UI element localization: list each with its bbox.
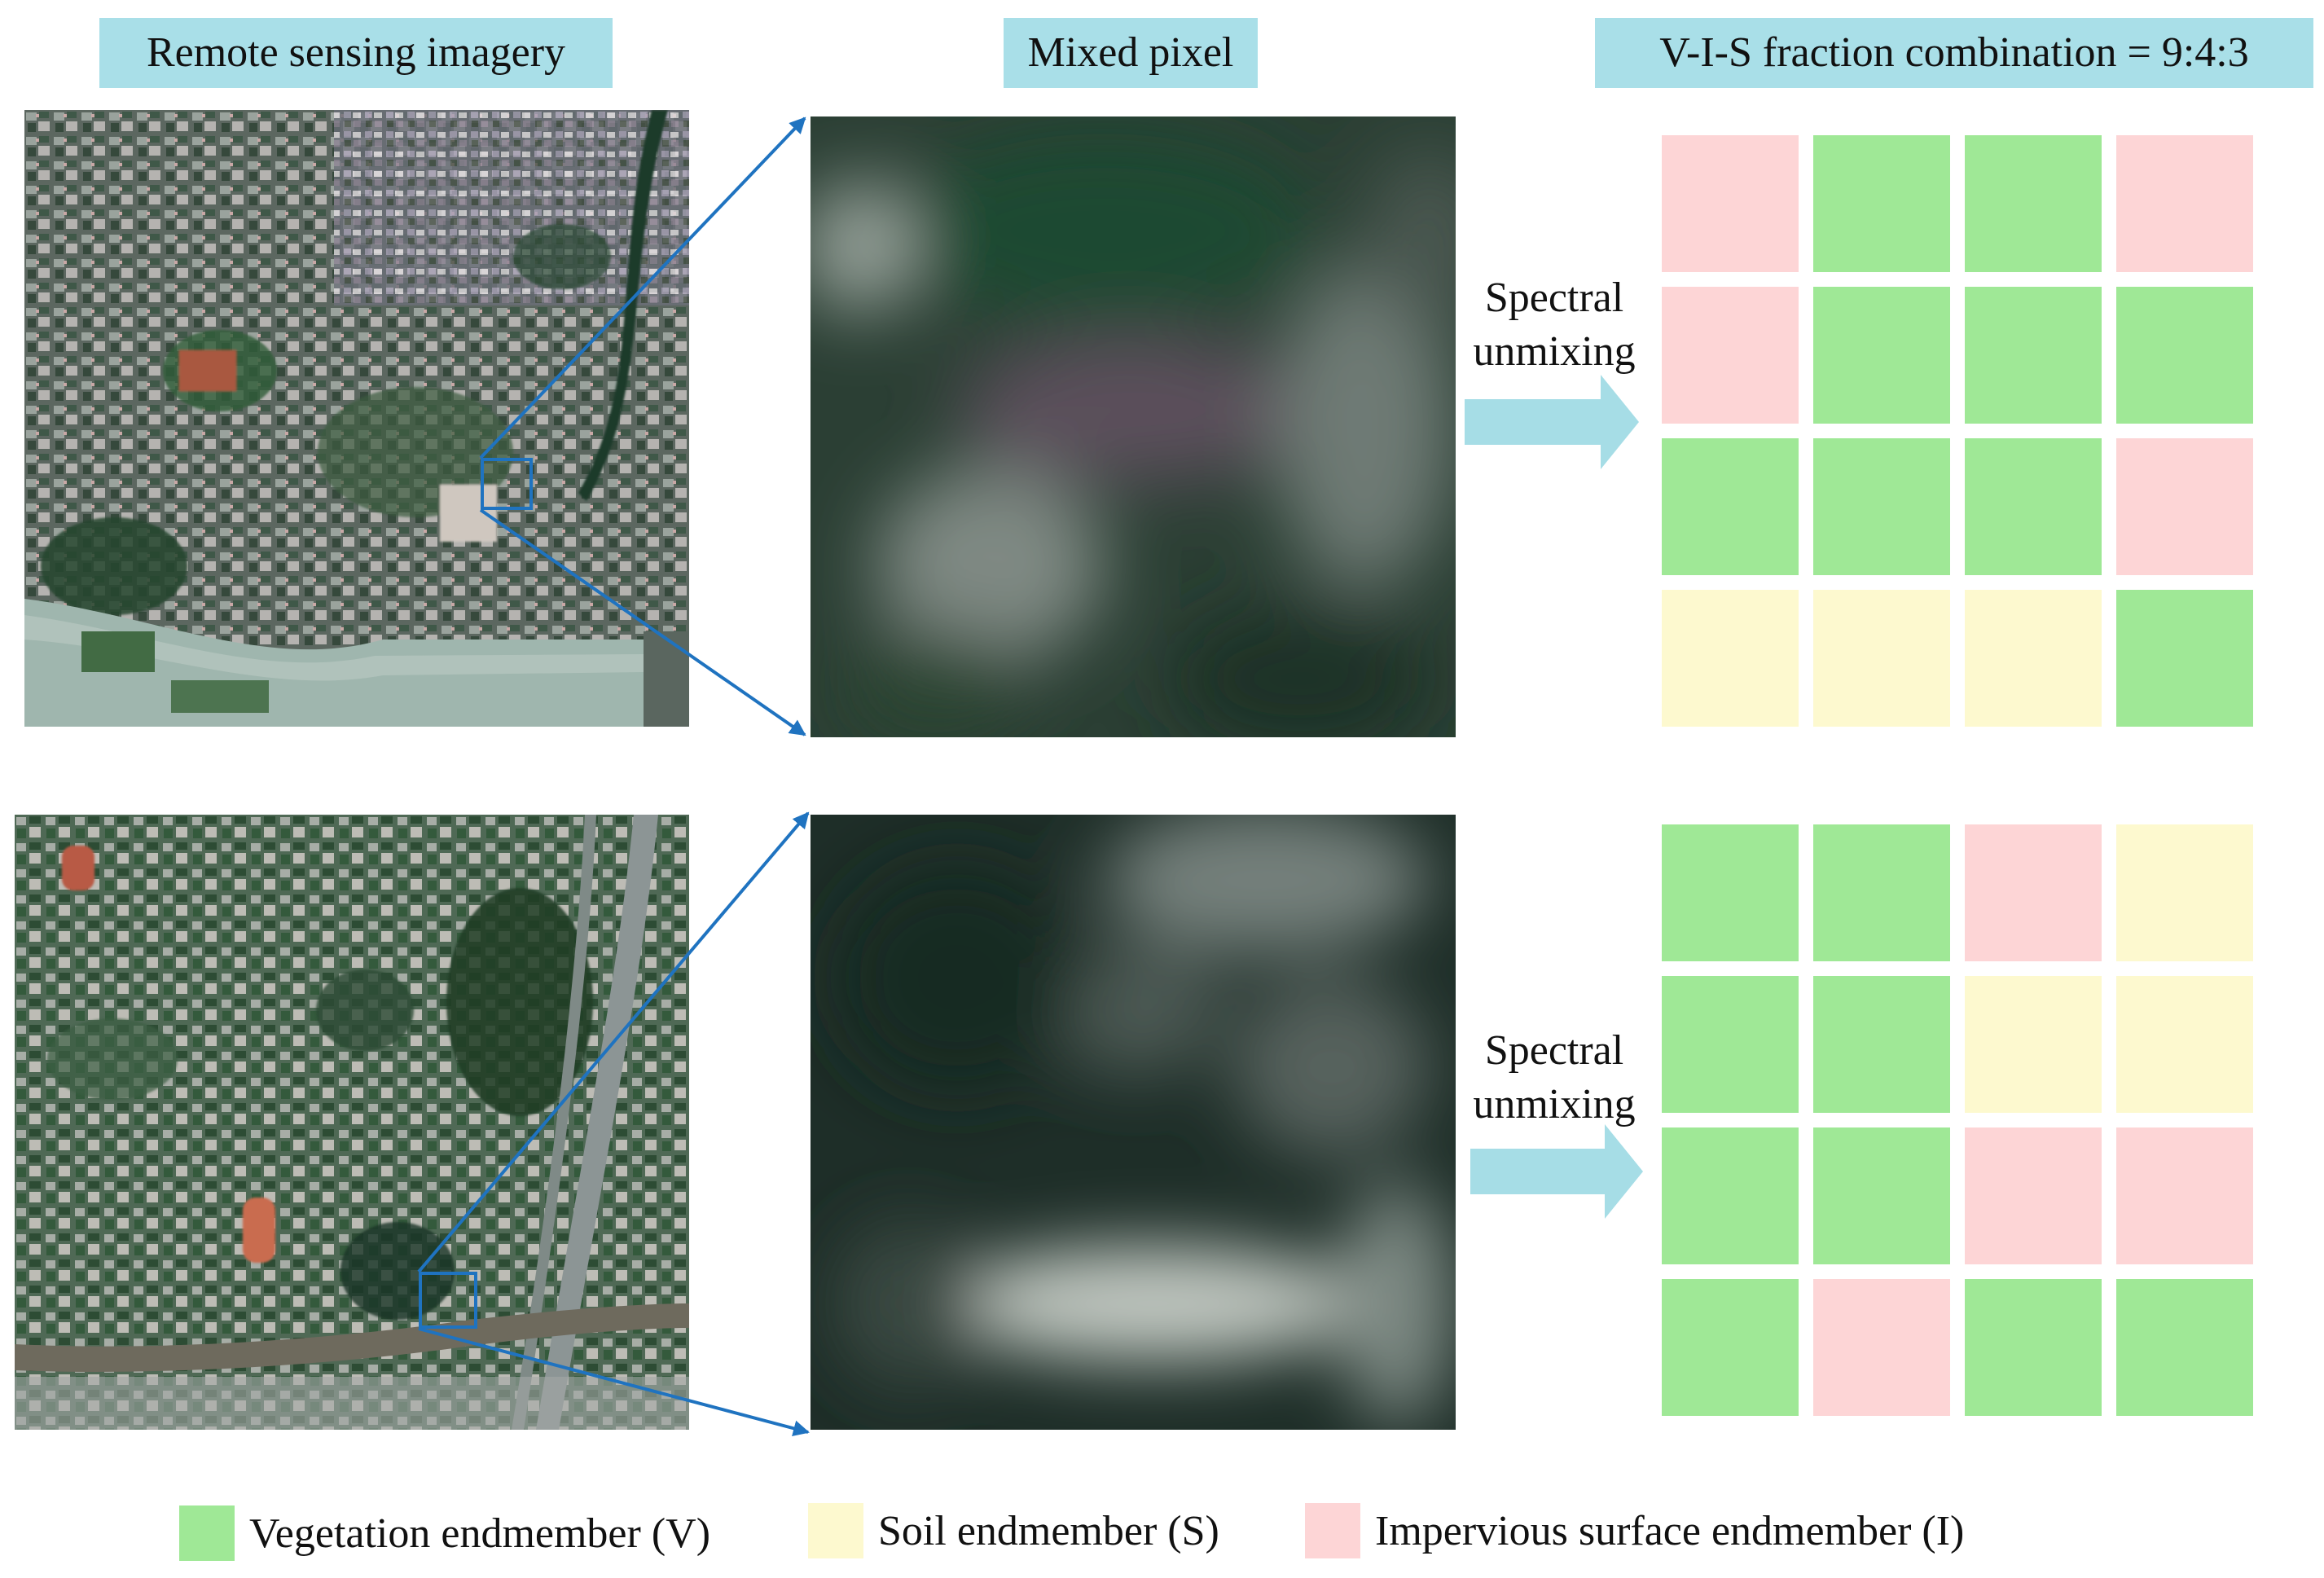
legend-label-soil: Soil endmember (S) <box>878 1507 1219 1554</box>
grid-cell-vegetation <box>1813 976 1950 1113</box>
grid-cell-vegetation <box>2116 1279 2253 1416</box>
grid-cell-vegetation <box>1965 287 2102 424</box>
legend-label-impervious: Impervious surface endmember (I) <box>1375 1507 1965 1554</box>
grid-cell-vegetation <box>1813 824 1950 961</box>
process-label-line2: unmixing <box>1473 1081 1636 1127</box>
process-label-line2: unmixing <box>1473 328 1636 375</box>
legend-soil: Soil endmember (S) <box>808 1503 1219 1558</box>
grid-cell-vegetation <box>1813 1127 1950 1264</box>
legend-label-vegetation: Vegetation endmember (V) <box>249 1510 711 1557</box>
grid-cell-impervious <box>1965 1127 2102 1264</box>
grid-cell-impervious <box>2116 438 2253 575</box>
grid-cell-soil <box>2116 824 2253 961</box>
satellite-image-top <box>24 110 689 727</box>
grid-cell-vegetation <box>1965 1279 2102 1416</box>
grid-cell-vegetation <box>1813 438 1950 575</box>
process-arrow-top <box>1465 375 1639 469</box>
grid-cell-soil <box>1813 590 1950 727</box>
grid-cell-soil <box>1965 976 2102 1113</box>
grid-cell-vegetation <box>1662 824 1799 961</box>
zoom-box-top <box>481 458 533 510</box>
grid-cell-impervious <box>1662 287 1799 424</box>
legend-swatch-vegetation <box>179 1505 235 1561</box>
grid-cell-vegetation <box>1662 1279 1799 1416</box>
grid-cell-vegetation <box>1662 1127 1799 1264</box>
grid-cell-impervious <box>1965 824 2102 961</box>
header-mixed-pixel: Mixed pixel <box>1004 18 1258 88</box>
legend-swatch-impervious <box>1305 1503 1360 1558</box>
grid-cell-vegetation <box>1662 438 1799 575</box>
fraction-grid-bottom <box>1662 824 2253 1416</box>
grid-cell-vegetation <box>1965 135 2102 272</box>
legend-swatch-soil <box>808 1503 863 1558</box>
grid-cell-impervious <box>1813 1279 1950 1416</box>
grid-cell-impervious <box>1662 135 1799 272</box>
grid-cell-impervious <box>2116 1127 2253 1264</box>
grid-cell-impervious <box>2116 135 2253 272</box>
grid-cell-vegetation <box>2116 590 2253 727</box>
grid-cell-soil <box>1965 590 2102 727</box>
grid-cell-vegetation <box>1813 135 1950 272</box>
grid-cell-vegetation <box>1965 438 2102 575</box>
grid-cell-vegetation <box>1662 976 1799 1113</box>
spectral-unmixing-label-bottom: Spectral unmixing <box>1448 1024 1660 1132</box>
legend-impervious: Impervious surface endmember (I) <box>1305 1503 1964 1558</box>
mixed-pixel-top <box>811 116 1456 737</box>
grid-cell-soil <box>2116 976 2253 1113</box>
grid-cell-vegetation <box>2116 287 2253 424</box>
process-label-line1: Spectral <box>1484 275 1624 321</box>
legend-vegetation: Vegetation endmember (V) <box>179 1505 710 1561</box>
fraction-grid-top <box>1662 135 2253 727</box>
satellite-image-bottom <box>15 815 689 1430</box>
process-label-line1: Spectral <box>1484 1027 1624 1074</box>
grid-cell-soil <box>1662 590 1799 727</box>
grid-cell-vegetation <box>1813 287 1950 424</box>
zoom-box-bottom <box>419 1272 477 1329</box>
spectral-unmixing-label-top: Spectral unmixing <box>1448 271 1660 379</box>
header-fraction-combination: V-I-S fraction combination = 9:4:3 <box>1595 18 2313 88</box>
header-remote-sensing-imagery: Remote sensing imagery <box>99 18 613 88</box>
process-arrow-bottom <box>1470 1124 1643 1219</box>
mixed-pixel-bottom <box>811 815 1456 1430</box>
